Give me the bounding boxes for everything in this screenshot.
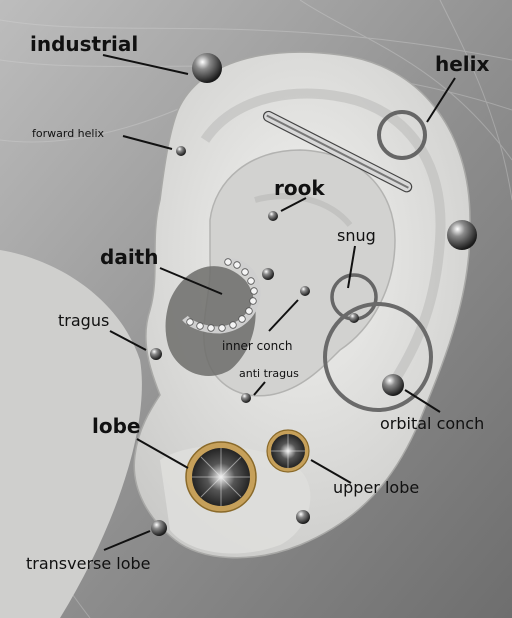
helix-ball-icon <box>447 220 477 250</box>
label-upper-lobe: upper lobe <box>333 478 420 497</box>
label-anti-tragus: anti tragus <box>239 367 299 380</box>
industrial-bar <box>262 110 413 193</box>
anti-tragus-stud <box>241 393 251 403</box>
label-daith: daith <box>100 245 159 269</box>
orbital-conch-ball-icon <box>382 374 404 396</box>
helix-ring <box>377 110 427 160</box>
industrial-ball-icon <box>192 53 222 83</box>
transverse-lobe-stud <box>151 520 167 536</box>
lobe-gem <box>185 441 257 513</box>
inner-conch-stud <box>300 286 310 296</box>
label-inner-conch: inner conch <box>222 339 293 353</box>
helix-fold <box>200 88 446 383</box>
upper-lobe-gem <box>266 429 310 473</box>
label-tragus: tragus <box>58 311 110 330</box>
rook-stud <box>268 211 278 221</box>
daith-clicker <box>182 258 274 334</box>
forward-helix-stud <box>176 146 186 156</box>
label-lobe: lobe <box>92 414 141 438</box>
label-orbital-conch: orbital conch <box>380 414 485 433</box>
tragus-stud <box>150 348 162 360</box>
label-helix: helix <box>435 52 490 76</box>
leader-lines <box>102 54 456 551</box>
lower-lobe-stud <box>296 510 310 524</box>
label-snug: snug <box>337 226 376 245</box>
cheek <box>0 250 142 618</box>
label-forward-helix: forward helix <box>32 127 105 140</box>
label-industrial: industrial <box>30 32 139 56</box>
snug-ball-icon <box>349 313 359 323</box>
ear-canal <box>165 266 256 376</box>
orbital-conch-ring <box>323 302 433 412</box>
label-transverse-lobe: transverse lobe <box>26 554 151 573</box>
antihelix <box>254 193 353 227</box>
label-rook: rook <box>274 176 325 200</box>
